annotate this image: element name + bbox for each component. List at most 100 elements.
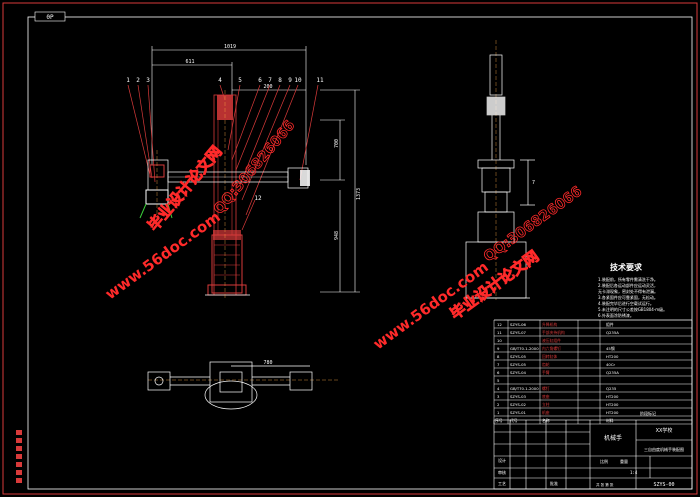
tech-line-4: 3.各紧固件应可靠紧固，无松动。 (598, 294, 658, 300)
title-scale-label: 比例 (600, 458, 608, 464)
side-view (465, 40, 535, 300)
bom-row-name: 手臂 (542, 370, 550, 375)
bom-row-no: 5 (497, 378, 500, 383)
title-process: 工艺 (498, 481, 506, 486)
left-zone-markers (16, 430, 22, 483)
bom-row-mat: 40Cr (606, 362, 615, 367)
bom-row-code: SZYS-05 (510, 362, 527, 367)
bom-row-name: 机座 (542, 410, 550, 415)
corner-tag: 0P (46, 14, 54, 21)
corner-tag-box (34, 11, 66, 22)
bom-row-no: 7 (497, 362, 500, 367)
watermark-qq-1: QQ:306826066 (211, 118, 299, 218)
bom-header-code: 代号 (510, 418, 518, 423)
bom-row-code: GB/T70.1-2000 (510, 386, 539, 391)
balloon-7: 7 (268, 77, 272, 84)
bom-row-code: GB/T70.1-2000 (510, 346, 539, 351)
bom-row-name: 升降机构 (542, 322, 557, 327)
bom-row-code: SZYS-07 (510, 330, 527, 335)
balloon-4: 4 (218, 77, 222, 84)
tech-line-7: 6.外表面涂防锈漆。 (598, 312, 634, 318)
balloon-6: 6 (258, 77, 262, 84)
balloon-5: 5 (238, 77, 242, 84)
title-drawing-name: 机械手 (604, 434, 622, 442)
tech-line-5: 4.装配完毕后进行空载试运行。 (598, 300, 654, 306)
bom-row-no: 4 (497, 386, 500, 391)
title-approve: 批准 (550, 480, 558, 486)
bom-row-mat: HT200 (606, 402, 619, 407)
bom-row-code: SZYS-01 (510, 410, 527, 415)
bom-row-mat: HT200 (606, 410, 619, 415)
tech-requirements: 技术要求 1.装配前，所有零件需清洗干净。 2.装配后各运动部件应运动灵活， 无… (598, 262, 667, 318)
bom-row-mat: HT200 (606, 354, 619, 359)
bom-row-code: SZYS-02 (510, 402, 527, 407)
dim-top-overall: 1019 (224, 44, 236, 50)
balloons: 1 2 3 4 5 6 7 8 9 10 11 12 (126, 77, 324, 202)
tech-line-2: 2.装配后各运动部件应运动灵活， (598, 282, 658, 288)
bom-row-mat: Q235 (606, 386, 617, 391)
bom-header-no: 序号 (495, 418, 503, 423)
plan-view (147, 361, 340, 410)
balloon-1: 1 (126, 77, 130, 84)
bom-row-no: 1 (497, 410, 500, 415)
bom-row-name: 内六角螺钉 (542, 346, 561, 351)
balloon-2: 2 (136, 77, 140, 84)
bom-row-name: 立柱 (542, 402, 550, 407)
title-drawing-no: SZYS-00 (653, 482, 674, 488)
balloon-12: 12 (254, 195, 262, 202)
bom-row-name: 液压缸组件 (542, 338, 561, 343)
title-scale-value: 1:4 (630, 470, 638, 475)
balloon-11: 11 (316, 77, 324, 84)
bom-row-name: 回转缸体 (542, 354, 557, 359)
title-subtitle: 三自由度机械手装配图 (644, 446, 684, 452)
title-stage: 阶段标记 (640, 410, 656, 416)
bom-row-no: 8 (497, 354, 500, 359)
title-block: 机械手 XX学校 三自由度机械手装配图 SZYS-00 比例 重量 1:4 共 … (493, 410, 693, 490)
title-checker: 审核 (498, 469, 506, 475)
title-weight-label: 重量 (620, 458, 628, 464)
dim-side-small: 7 (532, 180, 535, 186)
bom-row-name: 齿轮 (542, 362, 550, 367)
dim-plan-width: 780 (263, 360, 272, 366)
bom-row-no: 9 (497, 346, 500, 351)
balloon-9: 9 (288, 77, 292, 84)
front-view: 1019 611 200 1373 700 948 (127, 44, 362, 300)
bom-row-code: SZYS-05 (510, 354, 527, 359)
bom-row-no: 2 (497, 402, 500, 407)
bom-row-code: SZYS-03 (510, 394, 527, 399)
bom-row-name: 底座 (542, 394, 550, 399)
balloon-10: 10 (294, 77, 302, 84)
dim-right-upper: 700 (334, 139, 340, 148)
bom-row-name: 手部夹持机构 (542, 330, 565, 335)
bom-row-name: 螺钉 (542, 386, 550, 391)
dim-right-height: 1373 (356, 188, 362, 200)
bom-row-mat: 45钢 (606, 346, 615, 351)
tech-line-1: 1.装配前，所有零件需清洗干净。 (598, 276, 658, 282)
bom-row-no: 11 (497, 330, 502, 335)
bom-row-mat: Q235A (606, 330, 619, 335)
bom-row-no: 12 (497, 322, 502, 327)
bom-row-no: 10 (497, 338, 502, 343)
tech-title: 技术要求 (610, 262, 643, 272)
bom-row-no: 6 (497, 370, 500, 375)
bom-row-mat: HT200 (606, 394, 619, 399)
bom-row-code: SZYS-04 (510, 370, 527, 375)
balloon-3: 3 (146, 77, 150, 84)
bom-row-code: SZYS-06 (510, 322, 527, 327)
tech-line-3: 无卡滞现象，密封处不得有泄漏。 (598, 288, 658, 294)
inner-frame (27, 16, 693, 490)
bom-header-mat: 材料 (606, 418, 614, 423)
balloon-8: 8 (278, 77, 282, 84)
bom-row-mat: 组件 (606, 322, 614, 327)
title-school: XX学校 (656, 427, 673, 434)
bom-row-no: 3 (497, 394, 500, 399)
bom-row-mat: Q235A (606, 370, 619, 375)
title-sheet-label: 共 张 第 张 (596, 482, 614, 487)
title-designer: 设计 (498, 457, 506, 463)
dim-top-mid: 200 (263, 84, 272, 90)
dim-right-lower: 948 (334, 231, 340, 240)
watermarks: www.56doc.com QQ:306826066 毕业设计论文网 www.5… (102, 117, 586, 353)
